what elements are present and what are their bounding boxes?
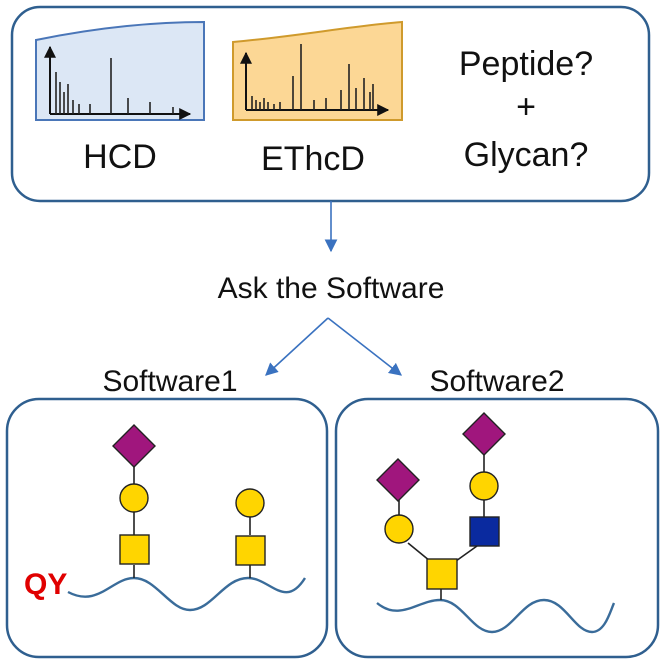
- sialic-acid-diamond: [462, 412, 506, 456]
- software1-glycan-2: [235, 488, 266, 578]
- arrow-to-software1: [265, 317, 329, 376]
- galactose-circle: [119, 483, 149, 513]
- ethcd-peaks: [251, 44, 374, 110]
- galnac-square: [235, 535, 266, 566]
- question-glycan: Glycan?: [464, 136, 589, 174]
- galactose-circle: [469, 471, 499, 501]
- glcnac-square: [469, 516, 500, 547]
- ask-software-label: Ask the Software: [218, 272, 445, 305]
- hcd-peaks: [55, 58, 174, 114]
- galnac-square: [426, 558, 458, 590]
- galactose-circle: [384, 514, 414, 544]
- software2-title: Software2: [429, 365, 564, 398]
- question-plus: +: [516, 88, 536, 126]
- question-peptide: Peptide?: [459, 45, 593, 83]
- galnac-square: [119, 534, 150, 565]
- software2-peptide-backbone: [376, 598, 616, 634]
- software2-glycan: [376, 412, 506, 600]
- hcd-spectrum: [35, 20, 205, 121]
- hcd-spectrum-background: [35, 20, 205, 121]
- software1-peptide-backbone: [67, 576, 307, 612]
- software1-title: Software1: [102, 365, 237, 398]
- software1-peptide-label: QY: [24, 568, 67, 601]
- sialic-acid-diamond: [376, 458, 420, 502]
- ethcd-spectrum-background: [232, 20, 403, 121]
- software1-glycan-1: [112, 424, 156, 578]
- ethcd-label: EThcD: [261, 140, 365, 178]
- sialic-acid-diamond: [112, 424, 156, 468]
- galactose-circle: [235, 488, 265, 518]
- hcd-label: HCD: [83, 138, 157, 176]
- ethcd-spectrum: [232, 20, 403, 121]
- arrow-to-software2: [327, 317, 403, 376]
- glycan-bond: [455, 545, 478, 562]
- glycan-bond: [407, 542, 431, 562]
- software1-panel: [5, 397, 329, 659]
